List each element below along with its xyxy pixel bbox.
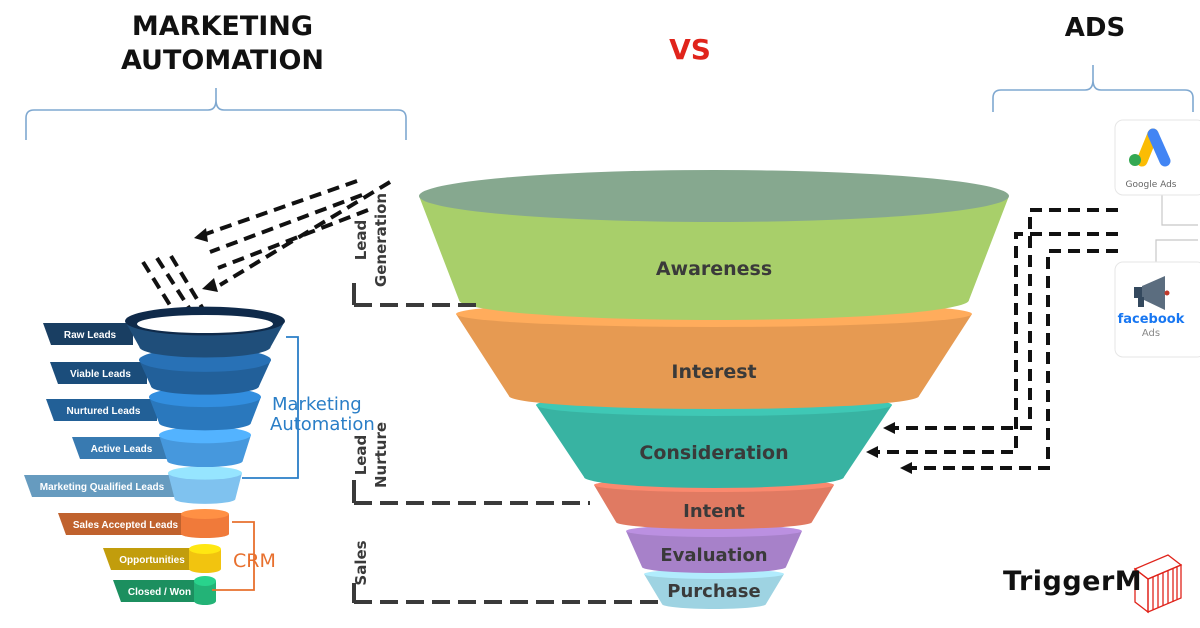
triggerm-brand: TriggerM xyxy=(1003,566,1143,597)
mini-funnel-tab xyxy=(58,513,189,535)
ads-panel: Google Ads facebook Ads xyxy=(1114,119,1200,358)
stage-group-label-line: Nurture xyxy=(372,422,390,488)
triggerm-logo-icon xyxy=(1133,554,1183,614)
facebook-ads-label: Ads xyxy=(1142,328,1160,339)
funnel-stage-body xyxy=(594,485,834,529)
mini-funnel-tab xyxy=(24,475,176,497)
funnel-stage-label: Evaluation xyxy=(660,545,767,566)
funnel-stage-label: Purchase xyxy=(667,581,760,602)
mini-funnel-label: Viable Leads xyxy=(70,369,131,380)
main-funnel: Purchase Evaluation Intent Consideration Int… xyxy=(419,170,1009,609)
mini-funnel-ring-top xyxy=(181,509,229,519)
vs-heading: VS xyxy=(669,33,711,66)
mini-funnel-label: Marketing Qualified Leads xyxy=(40,482,165,493)
stage-group-label-line: Lead xyxy=(352,220,370,261)
funnel-stage-body xyxy=(626,531,802,573)
ads-arrowheads xyxy=(866,422,912,474)
mini-funnel-ring-top xyxy=(189,544,221,554)
megaphone-icon xyxy=(1134,276,1170,310)
funnel-stage-purchase: Purchase xyxy=(644,569,784,609)
automation-label-line: Automation xyxy=(270,414,375,435)
mini-funnel-item: Active Leads xyxy=(72,426,251,468)
crm-label: CRM xyxy=(233,550,276,572)
stage-group-label-line: Sales xyxy=(352,540,370,585)
crm-bracket xyxy=(212,521,255,591)
mini-funnel-item: Marketing Qualified Leads xyxy=(24,466,242,504)
right-brace xyxy=(992,65,1194,112)
stage-group-label: Sales xyxy=(352,540,370,585)
stage-group-label-line: Lead xyxy=(352,435,370,476)
mini-funnel-tab xyxy=(113,580,202,602)
ads-arrow-connectors xyxy=(878,208,1118,470)
mini-funnel-ring xyxy=(168,473,242,504)
google-ads-label: Google Ads xyxy=(1126,180,1177,190)
funnel-stage-label: Intent xyxy=(683,501,745,522)
funnel-stage-label: Interest xyxy=(671,361,756,383)
mini-funnel-ring xyxy=(194,581,216,605)
marketing-label-line: Marketing xyxy=(272,394,362,415)
mini-funnel-ring-top xyxy=(159,426,251,444)
marketing-automation-label: Marketing Automation xyxy=(270,394,375,435)
mini-funnel-ring xyxy=(159,435,251,468)
heading-line: MARKETING xyxy=(131,11,314,42)
funnel-stage-label: Awareness xyxy=(656,258,772,280)
mini-funnel-label: Sales Accepted Leads xyxy=(73,520,179,531)
mini-funnel-tab xyxy=(103,548,197,570)
mini-funnel-tab xyxy=(72,437,167,459)
funnel-stage-body xyxy=(536,405,892,488)
funnel-stage-body xyxy=(456,314,972,409)
mini-funnel-label: Opportunities xyxy=(119,555,185,566)
mini-funnel-opening xyxy=(137,315,273,333)
mini-funnel-item: Opportunities xyxy=(103,544,221,573)
mini-funnel-label: Closed / Won xyxy=(128,587,191,598)
mini-funnel-label: Raw Leads xyxy=(64,330,117,341)
mini-funnel-tab xyxy=(50,362,147,384)
funnel-stage-top xyxy=(419,170,1009,222)
funnel-stage-body xyxy=(644,574,784,609)
heading-line: AUTOMATION xyxy=(120,44,325,76)
mini-funnel-ring xyxy=(181,514,229,538)
mini-funnel-item: Sales Accepted Leads xyxy=(58,509,229,538)
marketing-automation-heading: MARKETING AUTOMATION xyxy=(90,10,355,78)
facebook-label: facebook xyxy=(1118,312,1185,327)
funnel-stage-label: Consideration xyxy=(639,442,788,464)
funnel-stage-awareness: Awareness xyxy=(419,170,1009,320)
mini-funnel-ring-top xyxy=(194,576,216,586)
mini-funnel-label: Nurtured Leads xyxy=(67,406,141,417)
stage-group-label-line: Generation xyxy=(372,193,390,287)
google-ads-icon xyxy=(1129,128,1171,167)
mini-funnel-tab xyxy=(43,323,133,345)
mini-funnel-tab xyxy=(46,399,157,421)
mini-funnel-ring-top xyxy=(168,466,242,480)
mini-funnel-label: Active Leads xyxy=(91,444,153,455)
ads-heading: ADS xyxy=(1064,13,1126,43)
funnel-stage-evaluation: Evaluation xyxy=(626,525,802,573)
mini-funnel-item: Closed / Won xyxy=(113,576,216,605)
funnel-stage-body xyxy=(419,196,1009,320)
mini-funnel-item: Raw Leads xyxy=(43,306,285,358)
mini-funnel-ring xyxy=(189,549,221,573)
mini-funnel: Closed / Won Opportunities Sales Accepted … xyxy=(24,306,285,605)
marketing-automation-bracket xyxy=(242,336,299,479)
left-brace xyxy=(25,88,407,140)
